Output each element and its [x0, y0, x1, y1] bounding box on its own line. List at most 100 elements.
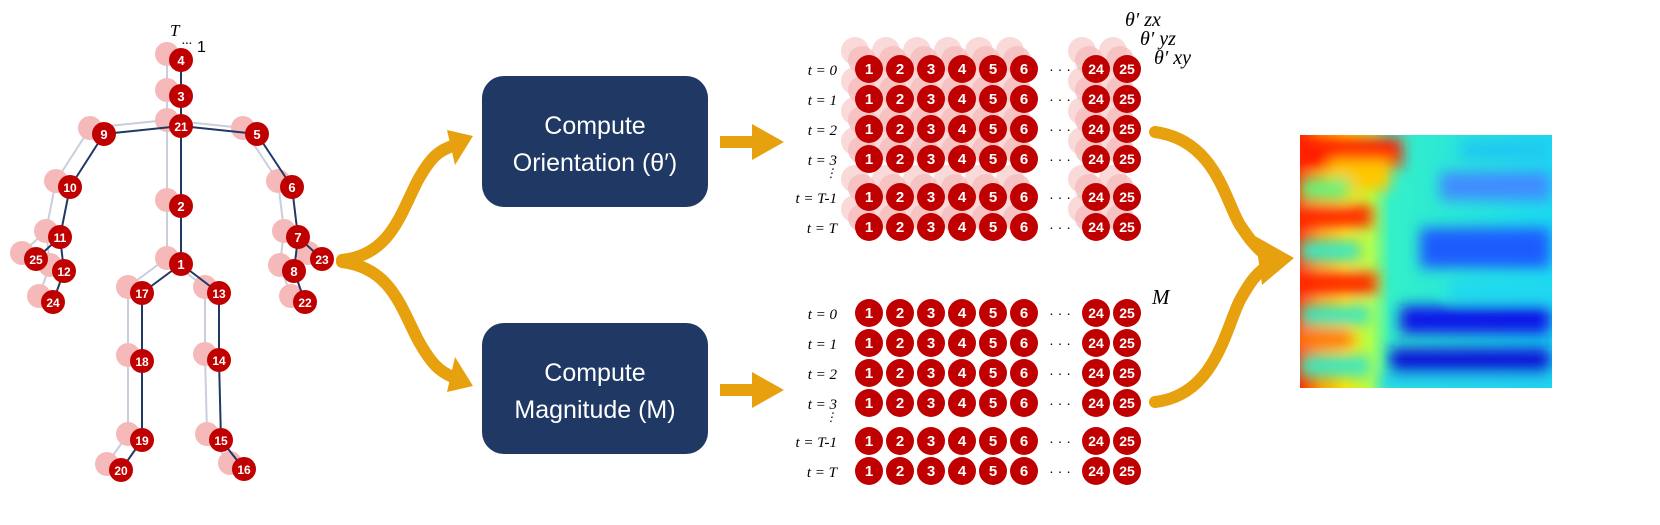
magnitude-time-label: t = T-1 [795, 435, 837, 451]
bone [218, 359, 222, 441]
magnitude-cell: 5 [979, 457, 1007, 485]
orientation-cell-label: 3 [927, 151, 935, 168]
skeleton-joints: 1234567891011121314151617181920212223242… [24, 48, 334, 482]
joint-label: 18 [135, 355, 149, 369]
orientation-cell: 2 [886, 55, 914, 83]
magnitude-cell: 6 [1010, 389, 1038, 417]
orientation-cell-label: 1 [865, 219, 873, 236]
magnitude-cell-label: 6 [1020, 365, 1028, 382]
merge-arrows [1149, 126, 1294, 408]
magnitude-cell-label: 5 [989, 365, 997, 382]
magnitude-cell-label: 24 [1088, 365, 1104, 381]
orientation-cell: 24 [1082, 55, 1110, 83]
joint-13: 13 [207, 281, 231, 305]
magnitude-cell: 4 [948, 329, 976, 357]
joint-16: 16 [232, 457, 256, 481]
orientation-cell: 6 [1010, 85, 1038, 113]
magnitude-cell-label: 3 [927, 433, 935, 450]
magnitude-cell-label: 2 [896, 335, 904, 352]
joint-17: 17 [130, 281, 154, 305]
orientation-time-label: t = T-1 [795, 191, 837, 207]
skeleton: 1234567891011121314151617181920212223242… [10, 21, 334, 482]
magnitude-cell-label: 24 [1088, 433, 1104, 449]
merge-arrow-top [1149, 126, 1268, 258]
orientation-cell: 25 [1113, 85, 1141, 113]
magnitude-ellipsis: · · · [1049, 433, 1071, 449]
orientation-cell: 25 [1113, 183, 1141, 211]
joint-label: 1 [177, 257, 184, 272]
magnitude-cell-label: 3 [927, 395, 935, 412]
orientation-cell: 3 [917, 55, 945, 83]
magnitude-time-label: t = 3 [808, 397, 837, 413]
joint-label: 15 [214, 434, 228, 448]
orientation-label-yz: θ′ yz [1140, 28, 1176, 50]
magnitude-cell: 25 [1113, 329, 1141, 357]
orientation-cell: 24 [1082, 183, 1110, 211]
magnitude-cell: 1 [855, 457, 883, 485]
orientation-cell: 6 [1010, 145, 1038, 173]
magnitude-cell-label: 5 [989, 433, 997, 450]
joint-11: 11 [48, 225, 72, 249]
orientation-cell: 2 [886, 85, 914, 113]
orientation-cell-label: 6 [1020, 151, 1028, 168]
magnitude-time-label: ⋮ [825, 410, 837, 424]
orientation-cell: 1 [855, 115, 883, 143]
orientation-ellipsis: · · · [1049, 219, 1071, 235]
orientation-cell: 3 [917, 183, 945, 211]
orientation-cell-label: 4 [958, 189, 967, 206]
orientation-cell: 3 [917, 115, 945, 143]
orientation-cell-label: 25 [1119, 151, 1135, 167]
joint-2: 2 [169, 194, 193, 218]
joint-label: 17 [135, 287, 149, 301]
orientation-cell-label: 2 [896, 189, 904, 206]
joint-label: 11 [54, 231, 67, 245]
orientation-cell: 4 [948, 145, 976, 173]
orientation-cell: 25 [1113, 145, 1141, 173]
orientation-cell: 4 [948, 85, 976, 113]
orientation-cell-label: 24 [1088, 121, 1104, 137]
orientation-cell-label: 3 [927, 121, 935, 138]
joint-15: 15 [209, 428, 233, 452]
joint-5: 5 [245, 122, 269, 146]
magnitude-cell-label: 4 [958, 305, 967, 322]
orientation-time-label: t = 1 [808, 93, 837, 109]
magnitude-cell-label: 2 [896, 395, 904, 412]
orientation-cell: 1 [855, 85, 883, 113]
magnitude-cell: 5 [979, 389, 1007, 417]
magnitude-cell: 4 [948, 427, 976, 455]
magnitude-cell-label: 3 [927, 365, 935, 382]
magnitude-cell-label: 25 [1119, 365, 1135, 381]
magnitude-cell: 25 [1113, 389, 1141, 417]
joint-label: 20 [114, 464, 128, 478]
magnitude-cell: 1 [855, 359, 883, 387]
joint-label: 23 [315, 253, 329, 267]
orientation-cell-label: 2 [896, 219, 904, 236]
joint-label: 12 [57, 265, 71, 279]
orientation-cell-label: 2 [896, 121, 904, 138]
orientation-cell-label: 6 [1020, 91, 1028, 108]
joint-7: 7 [286, 225, 310, 249]
magnitude-cell-label: 1 [865, 305, 873, 322]
orientation-cell-label: 4 [958, 219, 967, 236]
orientation-cell: 25 [1113, 213, 1141, 241]
joint-4: 4 [169, 48, 193, 72]
magnitude-cell: 24 [1082, 299, 1110, 327]
orientation-cell: 24 [1082, 213, 1110, 241]
orientation-cell-label: 2 [896, 151, 904, 168]
joint-label: 13 [212, 287, 226, 301]
joint-1: 1 [169, 252, 193, 276]
orientation-cell: 4 [948, 213, 976, 241]
orientation-cell: 2 [886, 213, 914, 241]
frame-label-T: T [170, 21, 181, 40]
orientation-cell: 1 [855, 55, 883, 83]
magnitude-cell-label: 1 [865, 433, 873, 450]
orientation-cell: 2 [886, 115, 914, 143]
magnitude-cell-label: 5 [989, 463, 997, 480]
magnitude-cell: 2 [886, 359, 914, 387]
arrow-orientation-head [752, 124, 784, 160]
arrow-magnitude-shaft [720, 384, 756, 396]
magnitude-cell: 1 [855, 329, 883, 357]
joint-label: 6 [288, 180, 295, 195]
